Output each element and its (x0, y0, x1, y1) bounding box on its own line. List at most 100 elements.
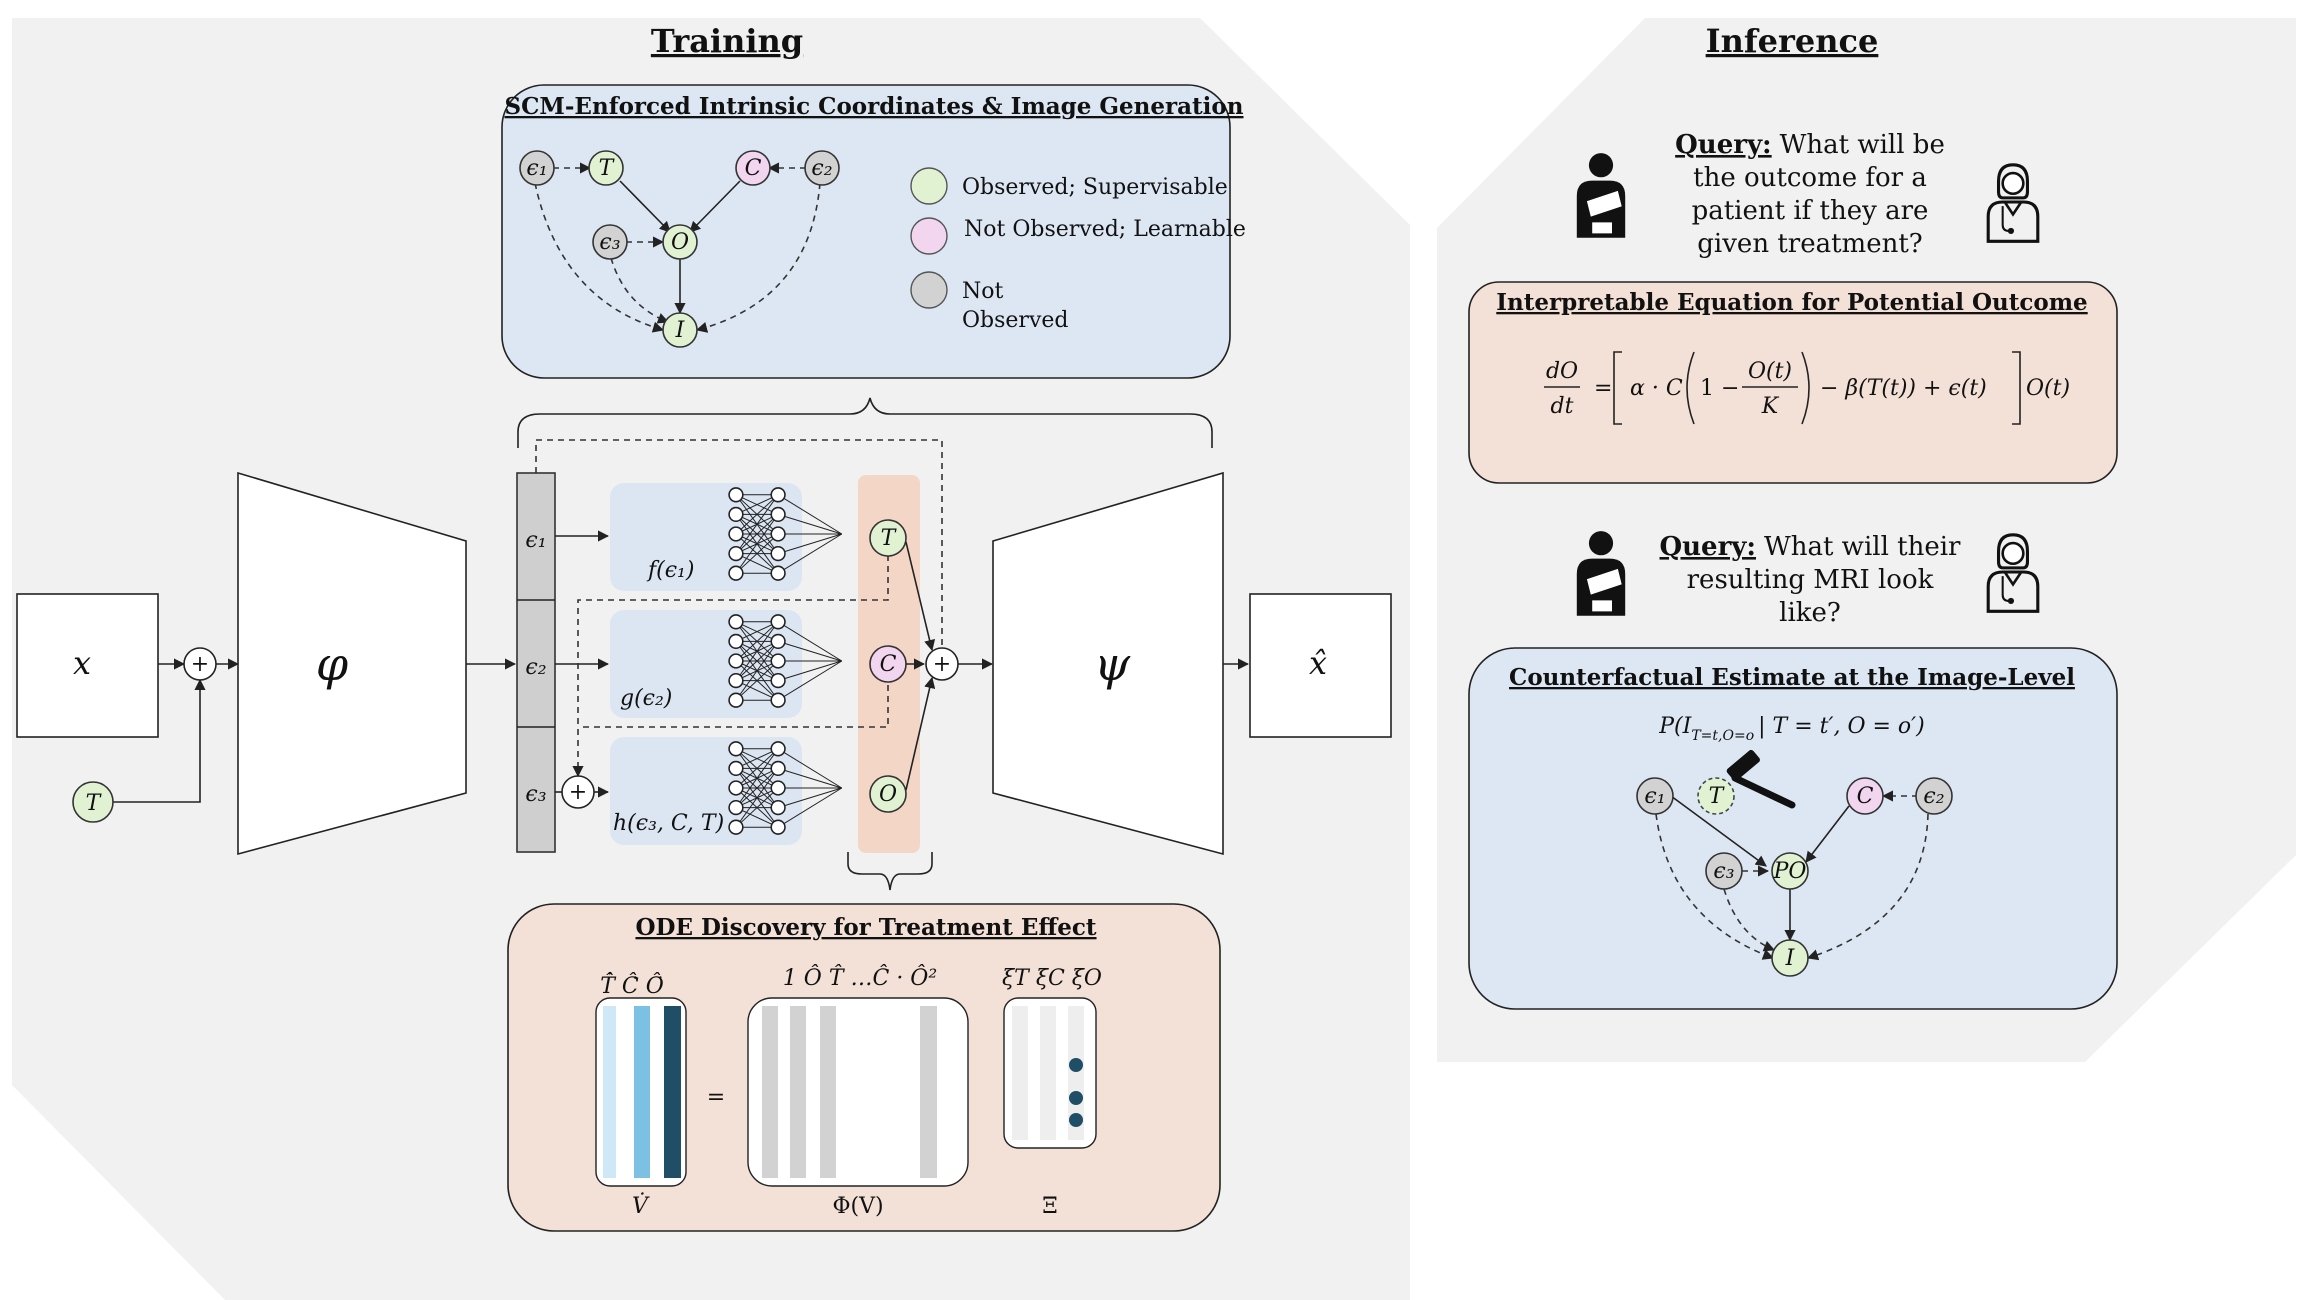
ode-box: ODE Discovery for Treatment Effect T̂̇ Ĉ… (507, 903, 1221, 1232)
ode-lib-header: 1 Ô T̂ …Ĉ · Ô² (783, 964, 937, 991)
svg-text:O(t): O(t) (1748, 359, 1792, 384)
svg-text:ψ: ψ (1094, 637, 1131, 691)
scm-node-eps3: ϵ₃ (592, 224, 628, 260)
svg-text:ϵ₁: ϵ₁ (526, 156, 547, 181)
counterfactual-box: Counterfactual Estimate at the Image-Lev… (1468, 647, 2118, 1010)
svg-text:dt: dt (1551, 394, 1574, 419)
svg-text:T: T (1709, 784, 1726, 809)
scm-title: SCM-Enforced Intrinsic Coordinates & Ima… (505, 93, 1244, 120)
svg-text:ϵ₂: ϵ₂ (811, 156, 832, 181)
legend-not-observed-1: Not (962, 279, 1003, 304)
svg-text:f(ϵ₁): f(ϵ₁) (646, 558, 694, 583)
output-xhat-box: x̂ (1249, 593, 1392, 738)
function-g: g(ϵ₂) (610, 610, 843, 718)
equation-title: Interpretable Equation for Potential Out… (1496, 289, 2087, 316)
svg-text:T: T (881, 526, 898, 551)
svg-text:ϵ₃: ϵ₃ (1713, 859, 1734, 884)
svg-text:T: T (86, 791, 103, 816)
svg-text:− β(T(t)) + ϵ(t): − β(T(t)) + ϵ(t) (1820, 376, 1987, 401)
svg-text:g(ϵ₂): g(ϵ₂) (620, 686, 672, 711)
svg-text:h(ϵ₃, C, T): h(ϵ₃, C, T) (613, 811, 724, 836)
counterfactual-formula: P(IT=t,O=o| T = t′, O = o′) (1658, 714, 1924, 744)
svg-text:C: C (880, 652, 897, 677)
input-T-node: T (72, 781, 114, 823)
ode-lib-label: Φ(V) (832, 1194, 883, 1219)
query-2: Query:What will their resulting MRI look… (1660, 532, 1962, 628)
svg-text:PO: PO (1773, 859, 1807, 884)
scm-node-eps1: ϵ₁ (519, 150, 555, 186)
svg-text:ϵ₁: ϵ₁ (1644, 784, 1665, 809)
svg-text:Query:What will be: Query:What will be (1675, 130, 1945, 160)
query-1: Query:What will be the outcome for a pat… (1675, 130, 1945, 259)
latent-column: ϵ₁ ϵ₂ ϵ₃ (516, 472, 556, 853)
cf-node-I: I (1771, 939, 1809, 977)
hammer-icon (1726, 749, 1796, 809)
svg-text:α · C: α · C (1630, 376, 1683, 401)
output-node-T: T (869, 519, 907, 557)
top-brace (517, 397, 1213, 448)
svg-text:dO: dO (1546, 359, 1578, 384)
svg-text:like?: like? (1779, 598, 1841, 628)
scm-node-eps2: ϵ₂ (804, 150, 840, 186)
potential-outcome-equation: dO dt = α · C 1 − O(t) K − β(T(t)) + ϵ(t… (1544, 351, 2070, 425)
plus-node-merge: + (925, 647, 959, 681)
cf-node-T-intervened: T (1697, 777, 1735, 815)
input-x-box: x (16, 593, 159, 738)
latent-eps1: ϵ₁ (525, 528, 546, 553)
svg-text:ϵ₃: ϵ₃ (599, 230, 620, 255)
svg-text:K: K (1761, 394, 1780, 419)
function-h: h(ϵ₃, C, T) (610, 737, 843, 845)
cf-node-eps3: ϵ₃ (1705, 852, 1743, 890)
training-title: Training (651, 22, 803, 60)
svg-text:C: C (1857, 784, 1874, 809)
legend-learnable: Not Observed; Learnable (964, 217, 1246, 242)
output-node-C: C (869, 645, 907, 683)
legend-not-observed-2: Observed (962, 308, 1068, 333)
bottom-brace (847, 852, 933, 891)
ode-xi-header: ξT ξC ξO (1002, 966, 1102, 991)
plus-node-h: + (561, 775, 595, 809)
skip-connection (535, 439, 943, 650)
counterfactual-title: Counterfactual Estimate at the Image-Lev… (1509, 664, 2075, 691)
encoder-phi: φ (237, 471, 467, 856)
decoder-psi: ψ (992, 471, 1224, 856)
scm-node-I: I (662, 312, 698, 348)
svg-text:C: C (745, 156, 762, 181)
svg-text:O: O (879, 782, 897, 807)
svg-text:I: I (675, 318, 686, 343)
equation-box: Interpretable Equation for Potential Out… (1468, 281, 2118, 484)
function-f: f(ϵ₁) (610, 483, 843, 591)
inference-title: Inference (1706, 22, 1879, 60)
svg-text:the outcome for a: the outcome for a (1693, 163, 1927, 193)
svg-text:x̂: x̂ (1309, 644, 1327, 682)
latent-eps2: ϵ₂ (525, 655, 546, 680)
svg-text:x: x (73, 644, 91, 682)
svg-text:Query:What will their: Query:What will their (1660, 532, 1962, 562)
svg-text:+: + (191, 652, 209, 677)
svg-text:ϵ₂: ϵ₂ (1923, 784, 1944, 809)
scm-node-C: C (735, 150, 771, 186)
ode-lhs-header: T̂̇ Ĉ̇ Ô̇ (600, 971, 664, 999)
training-panel: Training SCM-Enforced Intrinsic Coordina… (12, 18, 1410, 1300)
inference-panel: Inference Query:What will be the outcome… (1437, 18, 2296, 1062)
svg-text:T: T (599, 156, 616, 181)
cf-node-eps2: ϵ₂ (1915, 777, 1953, 815)
latent-eps3: ϵ₃ (525, 782, 546, 807)
cf-node-C: C (1846, 777, 1884, 815)
scm-box: SCM-Enforced Intrinsic Coordinates & Ima… (501, 84, 1246, 379)
legend-observed: Observed; Supervisable (962, 175, 1228, 200)
svg-text:given treatment?: given treatment? (1697, 229, 1922, 259)
scm-node-T: T (588, 150, 624, 186)
svg-text:=: = (1594, 376, 1612, 401)
cf-node-eps1: ϵ₁ (1636, 777, 1674, 815)
svg-text:φ: φ (316, 637, 349, 691)
ode-equals: = (707, 1085, 725, 1110)
scm-legend: Observed; Supervisable Not Observed; Lea… (910, 167, 1246, 333)
ode-lhs-label: V̇ (632, 1193, 650, 1219)
svg-text:resulting MRI look: resulting MRI look (1687, 565, 1934, 595)
svg-text:O: O (671, 230, 689, 255)
scm-node-O: O (662, 224, 698, 260)
ode-title: ODE Discovery for Treatment Effect (635, 914, 1096, 941)
